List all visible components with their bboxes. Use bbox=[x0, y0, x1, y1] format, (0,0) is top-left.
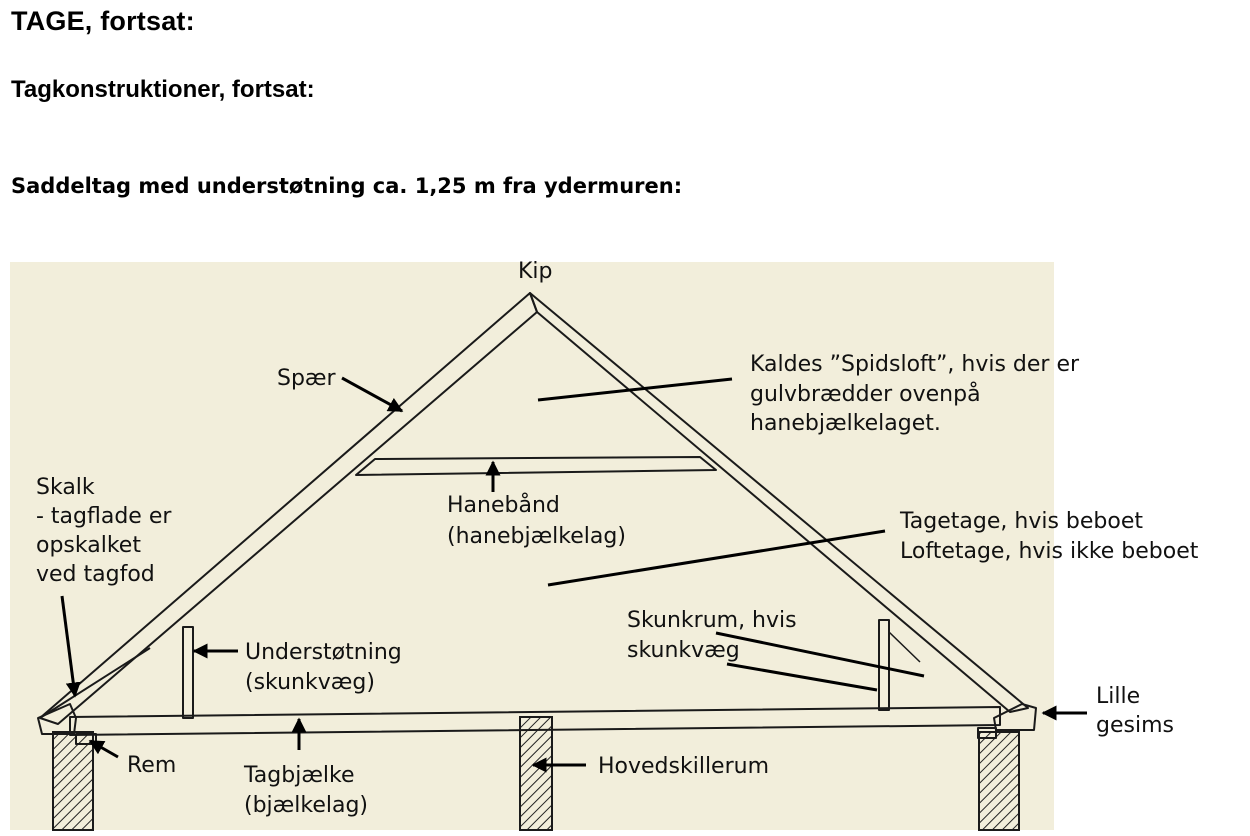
right-rem-plate bbox=[977, 727, 997, 739]
label-hovedskillerum: Hovedskillerum bbox=[598, 754, 769, 779]
label-kip: Kip bbox=[518, 259, 553, 284]
label-tagetage: Tagetage, hvis beboet Loftetage, hvis ik… bbox=[899, 509, 1199, 564]
label-skalk: Skalk - tagflade er opskalket ved tagfod bbox=[36, 475, 178, 587]
left-eave-block bbox=[37, 703, 77, 735]
spidsloft-pointer bbox=[537, 377, 733, 402]
label-hanebaand: Hanebånd (hanebjælkelag) bbox=[447, 492, 626, 549]
label-tagbjaelke: Tagbjælke (bjælkelag) bbox=[243, 763, 368, 818]
page-title: TAGE, fortsat: bbox=[11, 6, 195, 36]
skalk-kick bbox=[39, 647, 151, 719]
rem-arrow bbox=[88, 739, 119, 759]
right-rafter bbox=[529, 292, 1029, 713]
right-post-brace bbox=[888, 631, 921, 663]
tagetage-pointer bbox=[547, 529, 886, 587]
label-spidsloft: Kaldes ”Spidsloft”, hvis der er gulvbræd… bbox=[750, 352, 1086, 436]
left-support-post bbox=[182, 626, 194, 719]
tagbjaelke-beam bbox=[69, 706, 1001, 736]
spaer-arrow bbox=[341, 376, 404, 413]
right-wall bbox=[978, 731, 1020, 831]
hanebaand-beam bbox=[355, 456, 717, 476]
section-heading: Saddeltag med understøtning ca. 1,25 m f… bbox=[11, 174, 683, 198]
label-understotning: Understøtning (skunkvæg) bbox=[245, 640, 409, 695]
right-support-post bbox=[878, 619, 890, 711]
label-lille-gesims: Lille gesims bbox=[1096, 684, 1174, 738]
left-wall bbox=[52, 731, 94, 831]
center-wall bbox=[519, 716, 553, 831]
skunkrum-pointer-2 bbox=[726, 662, 878, 692]
label-rem: Rem bbox=[127, 753, 176, 778]
skalk-arrow bbox=[60, 595, 81, 698]
label-spaer: Spær bbox=[277, 366, 337, 391]
skunkrum-pointer-1 bbox=[715, 631, 925, 678]
page-subtitle: Tagkonstruktioner, fortsat: bbox=[11, 76, 315, 103]
label-skunkrum: Skunkrum, hvis skunkvæg bbox=[627, 608, 804, 663]
